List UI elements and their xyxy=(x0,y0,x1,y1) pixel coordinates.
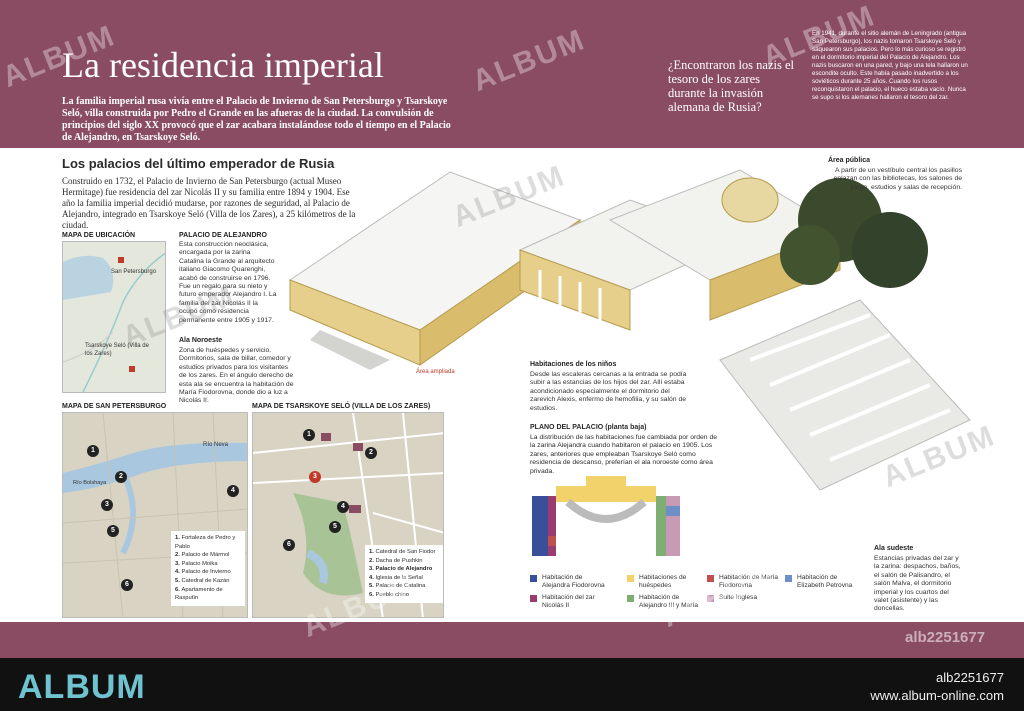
legend-item: Habitaciones de huéspedes xyxy=(627,574,703,590)
legend-item: Suite Inglesa xyxy=(707,594,783,602)
album-logo[interactable]: ALBUM xyxy=(18,668,146,706)
intro-text: La familia imperial rusa vivía entre el … xyxy=(62,96,451,143)
map-list-item: 5. Catedral de Kazán xyxy=(175,577,230,584)
petersburg-river-1: Río Neva xyxy=(203,442,229,448)
petersburg-river-2: Río Bolshaya xyxy=(73,480,107,486)
legend-swatch xyxy=(707,595,714,602)
map-list-item: 1. Fortaleza de Pedro y Pablo xyxy=(175,535,236,550)
tsarskoye-marker-3: 3 xyxy=(309,471,321,483)
map-list-item: 1. Catedral de San Fiodor xyxy=(369,549,436,555)
floor-plan xyxy=(528,476,684,562)
map-list-item: 4. Palacio de Invierno xyxy=(175,569,231,576)
tsarskoye-marker-5: 5 xyxy=(329,521,341,533)
legend-swatch xyxy=(530,575,537,582)
location-city-1: San Petersburgo xyxy=(111,269,157,275)
alejandro-title: PALACIO DE ALEJANDRO xyxy=(179,232,267,239)
tsarskoye-marker-4: 4 xyxy=(337,501,349,513)
petersburg-marker-6: 6 xyxy=(121,579,133,591)
petersburg-marker-4: 4 xyxy=(227,485,239,497)
map-list-item: 3. Palacio de Alejandro xyxy=(369,566,433,573)
petersburg-map-graphic xyxy=(63,413,247,617)
sudeste-text: Estancias privadas del zar y la zarina: … xyxy=(874,555,961,613)
legend-item: Habitación de María Fiodorovna xyxy=(707,574,783,590)
location-map: San Petersburgo Tsarskoye Seló (Villa de… xyxy=(62,241,166,393)
petersburg-map: Río Neva Río Bolshaya 1 2 3 4 5 6 1. For… xyxy=(62,412,248,618)
map-list-item: 6. Apartamento de Rasputín xyxy=(175,586,223,602)
noroeste-text: Zona de huéspedes y servicio. Dormitorio… xyxy=(179,347,294,405)
publica-title: Área pública xyxy=(828,157,871,164)
ninos-text: Desde las escaleras cercanas a la entrad… xyxy=(530,371,687,412)
map-list-item: 3. Palacio Moika xyxy=(175,560,218,567)
map-list-item: 6. Pueblo chino xyxy=(369,591,409,598)
section-body: Construido en 1732, el Palacio de Invier… xyxy=(62,176,356,230)
publica-text: A partir de un vestíbulo central los pas… xyxy=(833,167,962,191)
area-ampliada-label: Área ampliada xyxy=(416,369,455,375)
site-url[interactable]: www.album-online.com xyxy=(870,688,1004,703)
tsarskoye-marker-2: 2 xyxy=(365,447,377,459)
image-code: alb2251677 xyxy=(936,670,1004,685)
sudeste-title: Ala sudeste xyxy=(874,545,914,552)
tsarskoye-map-label: MAPA DE TSARSKOYE SELÓ (VILLA DE LOS ZAR… xyxy=(252,403,431,410)
bottom-bar: ALBUM alb2251677 www.album-online.com xyxy=(0,658,1024,711)
petersburg-marker-2: 2 xyxy=(115,471,127,483)
location-map-graphic xyxy=(63,252,165,392)
header-band xyxy=(0,0,1024,148)
tsarskoye-map: 1 2 3 4 5 6 1. Catedral de San Fiodor 2. … xyxy=(252,412,444,618)
ninos-title: Habitaciones de los niños xyxy=(530,361,617,368)
section-heading: Los palacios del último emperador de Rus… xyxy=(62,156,335,171)
page-title: La residencia imperial xyxy=(62,45,384,85)
petersburg-marker-5: 5 xyxy=(107,525,119,537)
legend-swatch xyxy=(627,575,634,582)
footer-band xyxy=(0,622,1024,658)
floor-plan-graphic xyxy=(532,476,680,556)
legend-swatch xyxy=(785,575,792,582)
sidebar-question: ¿Encontraron los nazis el tesoro de los … xyxy=(668,58,794,114)
sidebar-answer: En 1941, durante el sitio alemán de Leni… xyxy=(812,30,968,101)
petersburg-list: 1. Fortaleza de Pedro y Pablo 2. Palacio … xyxy=(171,531,245,606)
petersburg-marker-3: 3 xyxy=(101,499,113,511)
legend-swatch xyxy=(707,575,714,582)
watermark-id: alb2251677 xyxy=(905,629,986,646)
legend-item: Habitación de Elizabeth Petrovna xyxy=(785,574,861,590)
petersburg-marker-1: 1 xyxy=(87,445,99,457)
palace-graphic xyxy=(288,169,971,491)
tsarskoye-marker-6: 6 xyxy=(283,539,295,551)
alejandro-text: Esta construcción neoclásica, encargada … xyxy=(179,241,277,324)
tsarskoye-marker-1: 1 xyxy=(303,429,315,441)
map-list-item: 2. Dacha de Pushkin xyxy=(369,557,423,564)
plan-text: La distribución de las habitaciones fue … xyxy=(530,434,718,475)
tsarskoye-list: 1. Catedral de San Fiodor 2. Dacha de Pus… xyxy=(365,545,443,603)
tsarskoye-map-graphic xyxy=(253,413,443,617)
noroeste-title: Ala Noroeste xyxy=(179,337,223,344)
map-list-item: 4. Iglesia de la Señal xyxy=(369,574,423,581)
plan-title: PLANO DEL PALACIO (planta baja) xyxy=(530,424,647,431)
legend-swatch xyxy=(627,595,634,602)
legend-item: Habitación del zar Nicolás II xyxy=(530,594,606,610)
palace-illustration xyxy=(280,160,980,520)
map-list-item: 5. Palacio de Catalina xyxy=(369,583,426,590)
legend-item: Habitación de Alejandra Fiodorovna xyxy=(530,574,606,590)
location-city-2: Tsarskoye Seló (Villa de los Zares) xyxy=(85,343,149,358)
location-map-label: MAPA DE UBICACIÓN xyxy=(62,232,136,239)
legend-item: Habitación de Alejandro III y María xyxy=(627,594,703,610)
legend-swatch xyxy=(530,595,537,602)
map-list-item: 2. Palacio de Mármol xyxy=(175,552,230,559)
petersburg-map-label: MAPA DE SAN PETERSBURGO xyxy=(62,403,167,410)
